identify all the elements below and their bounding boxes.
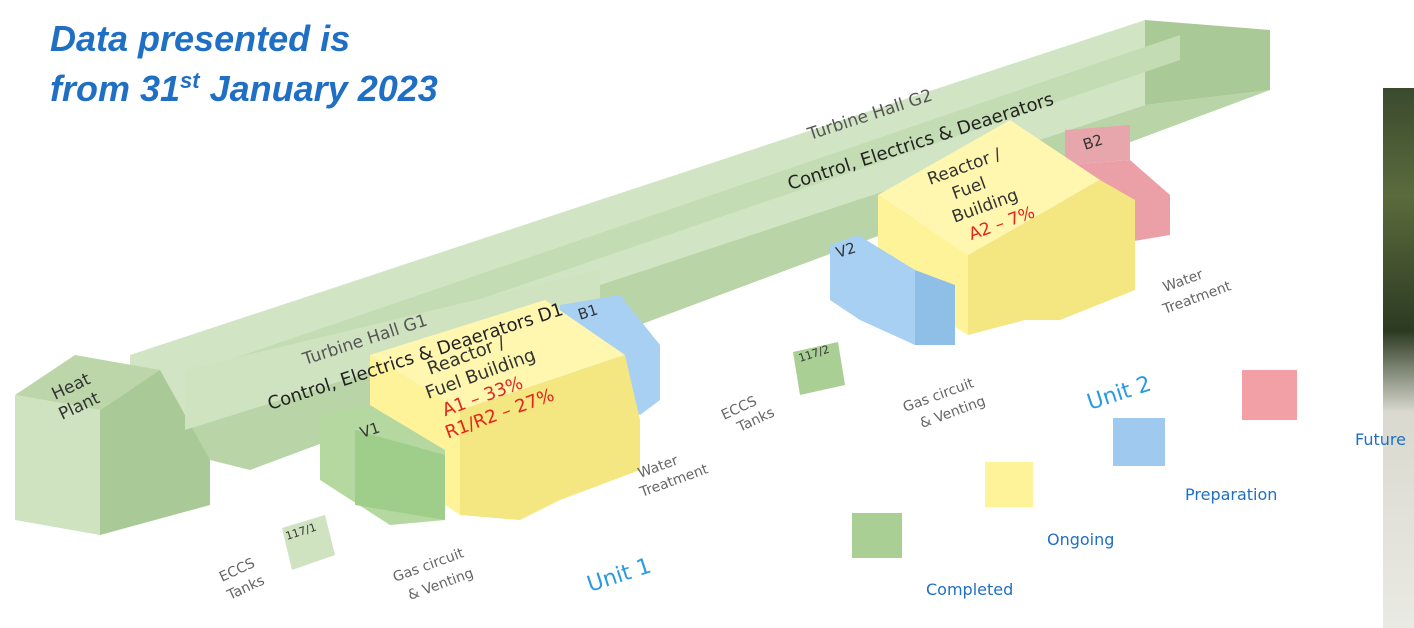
legend-cubes: [852, 370, 1297, 558]
caption-line-1: Data presented is: [50, 18, 351, 59]
tank-117-2-block: [793, 342, 845, 395]
date-caption: Data presented is from 31st January 2023: [50, 18, 438, 110]
legend-label-ongoing: Ongoing: [1047, 530, 1114, 549]
b2-label: B2: [1081, 131, 1105, 154]
legend-cube-ongoing: [985, 462, 1033, 507]
plant-layout-diagram: Turbine Hall G1 Control, Electrics & Dea…: [15, 20, 1406, 604]
legend-label-future: Future: [1355, 430, 1406, 449]
v2-label: V2: [834, 239, 858, 262]
v1-block: [320, 405, 445, 525]
legend-cube-preparation: [1113, 418, 1165, 466]
legend-label-preparation: Preparation: [1185, 485, 1277, 504]
v1-label: V1: [358, 419, 382, 442]
reactor-1-text: Reactor / Fuel Building A1 – 33% R1/R2 –…: [423, 332, 557, 443]
legend-cube-completed: [852, 513, 902, 558]
unit-2-label: Unit 2: [1084, 372, 1154, 416]
tank-117-1-block: [282, 515, 335, 570]
legend-cube-future: [1242, 370, 1297, 420]
caption-line-2: from 31st January 2023: [50, 68, 438, 109]
heat-plant-block: [15, 355, 210, 535]
unit-1-label: Unit 1: [584, 554, 654, 598]
v2-block: [830, 235, 955, 345]
b1-label: B1: [576, 301, 600, 324]
legend-label-completed: Completed: [926, 580, 1013, 599]
site-photo-strip: [1383, 88, 1414, 628]
